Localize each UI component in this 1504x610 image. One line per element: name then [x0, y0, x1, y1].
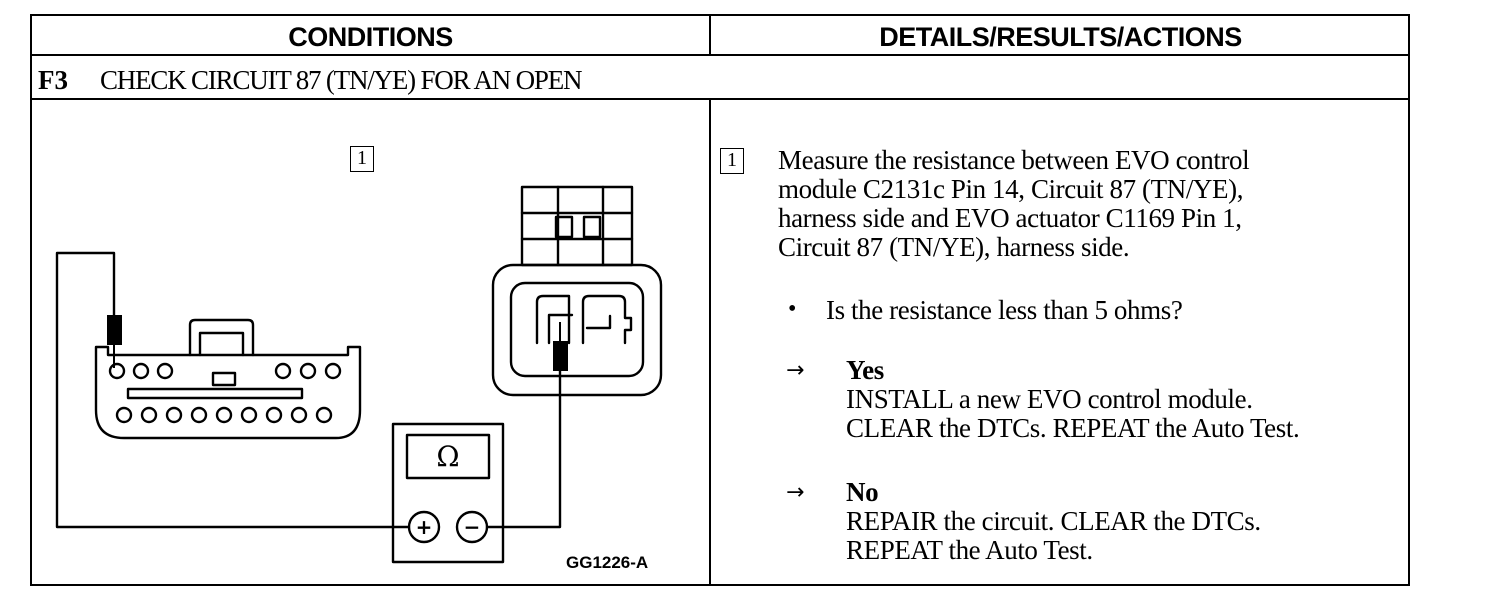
details-callout-1: 1: [720, 148, 744, 174]
step-divider: [32, 98, 1408, 100]
question-bullet: •: [788, 296, 797, 322]
no-result: No REPAIR the circuit. CLEAR the DTCs. R…: [846, 478, 1261, 565]
body-column-divider: [709, 98, 711, 584]
header-divider: [32, 54, 1408, 56]
no-action-line: REPEAT the Auto Test.: [846, 535, 1093, 565]
plus-terminal: +: [415, 515, 433, 539]
step-id: F3: [38, 65, 68, 95]
yes-label: Yes: [846, 355, 884, 385]
step-row: F3 CHECK CIRCUIT 87 (TN/YE) FOR AN OPEN: [38, 60, 583, 95]
yes-arrow-icon: →: [786, 358, 805, 383]
yes-result: Yes INSTALL a new EVO control module. CL…: [846, 355, 1300, 443]
yes-action-line: CLEAR the DTCs. REPEAT the Auto Test.: [846, 413, 1300, 443]
instruction-line: Circuit 87 (TN/YE), harness side.: [778, 232, 1130, 262]
step-title: CHECK CIRCUIT 87 (TN/YE) FOR AN OPEN: [100, 65, 583, 95]
details-header: DETAILS/RESULTS/ACTIONS: [879, 22, 1242, 52]
conditions-header: CONDITIONS: [288, 22, 453, 52]
instruction-line: Measure the resistance between EVO contr…: [778, 145, 1250, 175]
instruction-line: harness side and EVO actuator C1169 Pin …: [778, 203, 1242, 233]
figure-id: GG1226-A: [566, 553, 649, 572]
instruction-line: module C2131c Pin 14, Circuit 87 (TN/YE)…: [778, 174, 1244, 204]
diagram-callout-1: 1: [350, 146, 374, 172]
instruction-text: Measure the resistance between EVO contr…: [778, 145, 1250, 262]
yes-action-line: INSTALL a new EVO control module.: [846, 384, 1253, 414]
procedure-table: CONDITIONS DETAILS/RESULTS/ACTIONS F3 CHE…: [30, 14, 1410, 586]
minus-terminal: −: [463, 515, 481, 539]
no-action-line: REPAIR the circuit. CLEAR the DTCs.: [846, 506, 1261, 536]
question-text: Is the resistance less than 5 ohms?: [826, 295, 1183, 325]
ohm-symbol: Ω: [436, 440, 460, 473]
no-label: No: [846, 477, 879, 507]
no-arrow-icon: →: [786, 480, 805, 505]
header-column-divider: [709, 16, 711, 56]
